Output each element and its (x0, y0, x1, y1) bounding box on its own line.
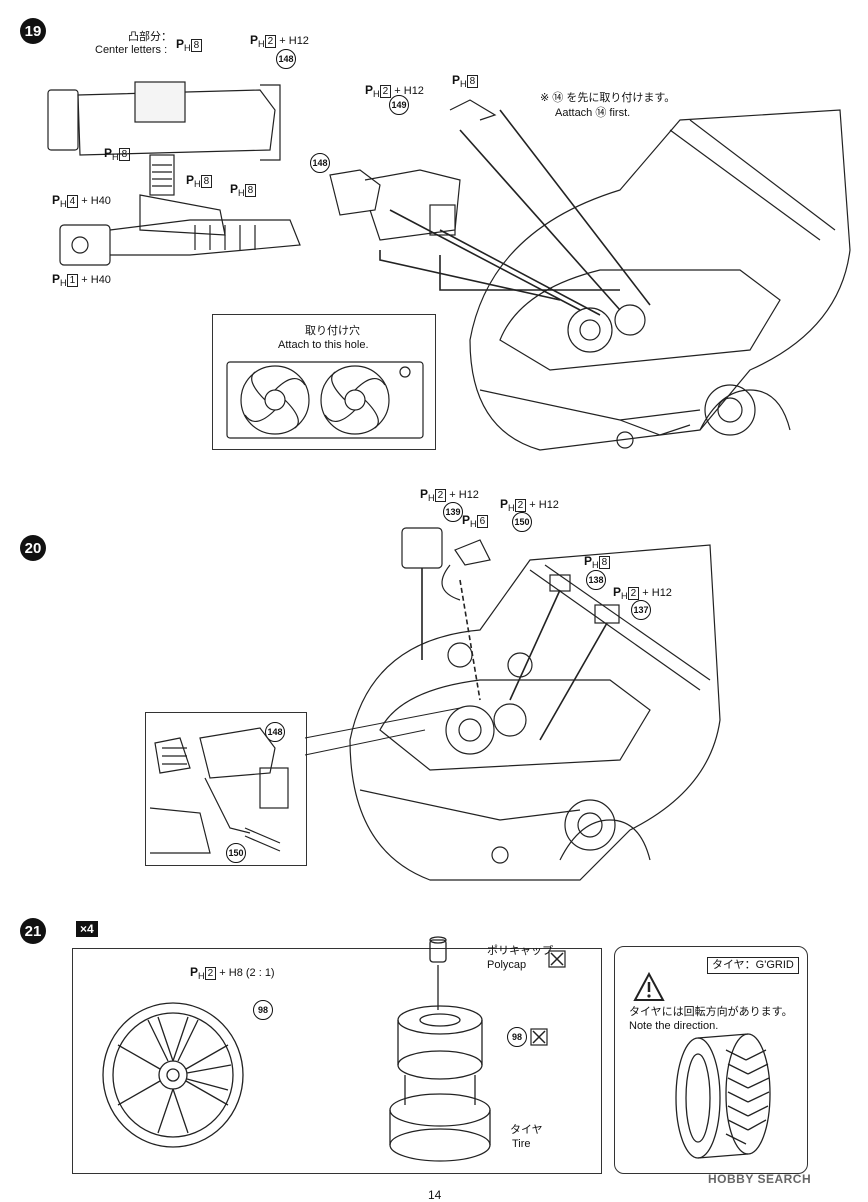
tire-direction-frame (614, 946, 808, 1174)
inset-connector (304, 729, 426, 756)
part-number-98: 98 (507, 1027, 527, 1047)
wheel-frame (72, 948, 602, 1174)
step-21-badge: 21 (20, 918, 46, 944)
hole-label-jp: 取り付け穴 (305, 325, 360, 337)
intake-detail-inset (145, 712, 307, 866)
step-20-badge: 20 (20, 535, 46, 561)
polycap-en: Polycap (487, 959, 527, 971)
step-19-badge: 19 (20, 18, 46, 44)
step20-car-illustration (349, 527, 721, 881)
tire-jp: タイヤ (510, 1124, 543, 1136)
quantity-badge: ×4 (76, 921, 98, 937)
wheel-exploded-illustration (389, 936, 491, 1162)
direction-note-en: Note the direction. (629, 1020, 719, 1032)
part-number-149: 149 (389, 95, 409, 115)
part-number-139: 139 (443, 502, 463, 522)
part-number-148: 148 (265, 722, 285, 742)
attach-first-jp: ※ ⑭ を先に取り付けます。 (540, 92, 676, 104)
part-number-138: 138 (586, 570, 606, 590)
tire-type-label: タイヤ：G'GRID (707, 957, 799, 974)
tire-en: Tire (512, 1138, 531, 1150)
hole-label-en: Attach to this hole. (278, 339, 369, 351)
warning-icon (633, 971, 665, 1001)
attach-first-en: Aattach ⑭ first. (555, 107, 631, 119)
part-number-148: 148 (310, 153, 330, 173)
radiator-fan-inset (212, 314, 436, 450)
part-number-150: 150 (512, 512, 532, 532)
part-number-148: 148 (276, 49, 296, 69)
wheel-illustration (102, 1002, 244, 1148)
page-number: 14 (428, 1188, 442, 1202)
part-number-137: 137 (631, 600, 651, 620)
step19-car-illustration (329, 99, 851, 451)
watermark: HOBBY SEARCH (708, 1172, 812, 1186)
part-number-98: 98 (253, 1000, 273, 1020)
center-letters-en: Center letters : (95, 44, 168, 56)
no-paint-icon (548, 950, 566, 968)
no-paint-icon (530, 1028, 548, 1046)
part-number-150: 150 (226, 843, 246, 863)
intake-detail-illustration (149, 707, 461, 854)
polycap-jp: ポリキャップ (487, 945, 553, 957)
fan-illustration (226, 361, 424, 439)
tire-illustration (675, 1033, 771, 1159)
air-intake-illustration (47, 81, 301, 266)
center-letters-jp: 凸部分： (128, 31, 172, 43)
direction-note-jp: タイヤには回転方向があります。 (629, 1006, 793, 1018)
